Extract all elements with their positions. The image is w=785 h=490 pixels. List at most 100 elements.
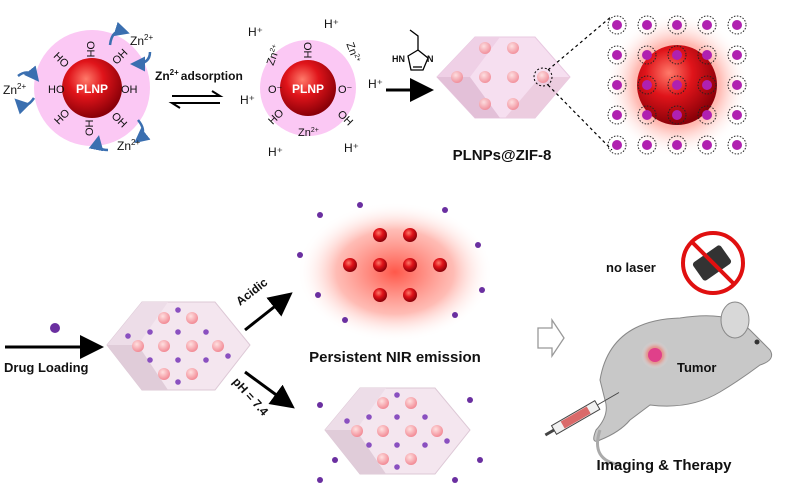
released-drug [467,397,473,403]
embedded-plnps [451,42,549,110]
embedded-plnp [377,397,389,409]
syringe-icon [544,392,620,437]
zif-node [642,110,652,120]
drug-molecule [394,442,400,448]
equilibrium-arrows [168,90,224,109]
drug-molecule [366,442,372,448]
zif-node [642,80,652,90]
drug-molecule [175,379,181,385]
embedded-plnp [158,340,170,352]
released-drug [475,242,481,248]
zif-node [732,80,742,90]
zif-node [732,140,742,150]
zif-node [612,110,622,120]
tumor-label: Tumor [677,360,716,375]
zif-ring [697,15,717,35]
zif-ring [727,15,747,35]
acidic-arrow [244,292,293,332]
drug-loaded-polyhedron [106,301,251,391]
plnp-zinc-particle: PLNP O⁻ O⁻ OH HO OH Zn2+ Zn2+ Zn2+ H⁺ H⁺… [240,17,383,159]
oxide-label: O⁻ [268,84,283,96]
zif-ring [607,105,627,125]
mouse-tail [596,429,621,467]
zif-node [672,20,682,30]
plnp-hydroxyl-particle: PLNP HO OH OH OH HO OH HO OH Zn2+ Zn2+ Z… [3,21,153,153]
embedded-plnp [158,368,170,380]
hydroxyl-label: OH [84,119,96,136]
plnp-sphere [373,288,387,302]
embedded-plnp [351,425,363,437]
zif-node [702,110,712,120]
plnp-sphere [373,258,387,272]
zif-ring [727,135,747,155]
neutral-arrow [244,370,295,409]
drug-molecule [50,323,60,333]
drug-molecule [147,357,153,363]
zif-ring [697,135,717,155]
zif-ring [667,75,687,95]
zif-ring [727,75,747,95]
plnp-sphere [343,258,357,272]
zif8-framework-closeup [605,13,749,157]
zif-node [612,20,622,30]
zif-ring [607,45,627,65]
embedded-plnp [158,312,170,324]
imidazole-n-label: N [427,54,434,64]
zif-node [612,80,622,90]
mouse-ear [720,301,750,339]
plnp-label: PLNP [292,82,324,96]
released-drug [342,317,348,323]
zif-ring [727,105,747,125]
acidic-label: Acidic [233,275,270,308]
drug-molecule [444,438,450,444]
released-drug [297,252,303,258]
ph-label: pH = 7.4 [230,375,272,419]
released-drug [357,202,363,208]
mouse-eye [754,339,760,345]
drug-molecule [422,442,428,448]
zif-node [612,50,622,60]
zn-adsorption-label: Zn2+adsorption [155,68,243,83]
released-drug [332,457,338,463]
released-drug [317,212,323,218]
plnp-sphere [373,228,387,242]
zif-node [732,110,742,120]
zif-node [672,110,682,120]
zif-node [702,20,712,30]
released-drug [477,457,483,463]
emission-label: Persistent NIR emission [309,349,481,366]
zif-node [732,20,742,30]
zif-node [672,140,682,150]
outcome-label: Imaging & Therapy [596,457,732,474]
proton-label: H⁺ [324,17,339,31]
zif-node [642,50,652,60]
zif-ring [697,105,717,125]
drug-molecule [394,392,400,398]
embedded-plnp [431,425,443,437]
zif-ring [697,75,717,95]
zif-ring [607,75,627,95]
embedded-plnp [377,425,389,437]
zinc-ion-label: Zn2+ [130,33,153,48]
released-drug [479,287,485,293]
zinc-ion-label: Zn2+ [298,127,319,139]
embedded-plnp [186,368,198,380]
drug-molecule [147,329,153,335]
proton-label: H⁺ [248,25,263,39]
embedded-plnp [405,453,417,465]
intact-polyhedron [317,387,483,483]
released-drug [315,292,321,298]
embedded-plnp [405,425,417,437]
zinc-ion-label: Zn2+ [343,41,361,65]
zif-ring [637,75,657,95]
zif-ring [637,135,657,155]
hydroxyl-label: OH [84,41,96,58]
hydroxyl-label: HO [48,84,65,96]
zif-node [672,50,682,60]
drug-loading-label: Drug Loading [4,360,89,375]
drug-molecule [344,418,350,424]
mouse-illustration [593,301,773,467]
hydroxyl-label: OH [301,42,313,59]
embedded-plnp [212,340,224,352]
released-drug [317,477,323,483]
